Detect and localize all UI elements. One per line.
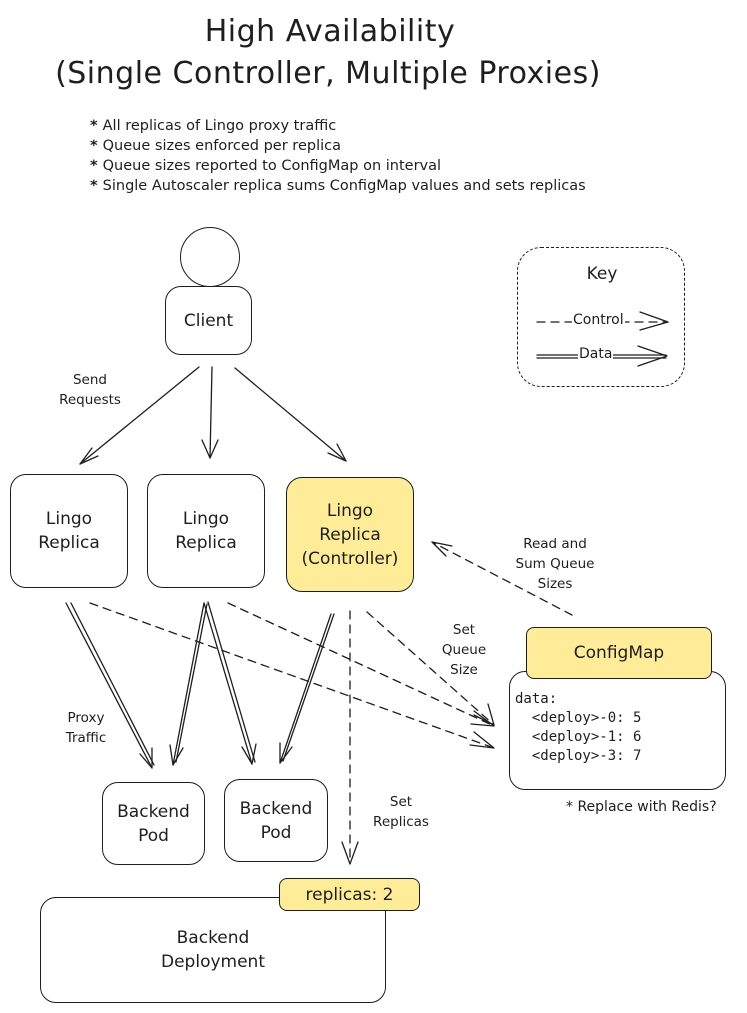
arrow-controller-to-deployment <box>341 610 359 865</box>
backend-pod-node: Backend Pod <box>224 779 328 862</box>
arrow-client-to-replica1 <box>79 366 200 465</box>
label-proxy-traffic: Proxy Traffic <box>65 710 107 746</box>
configmap-note: * Replace with Redis? <box>566 799 717 815</box>
client-node: Client <box>165 286 252 355</box>
configmap-body <box>509 671 726 790</box>
label-send-requests: Send Requests <box>59 372 121 408</box>
label-read-and-sum: Read and Sum Queue Sizes <box>515 536 595 592</box>
configmap-data: data: <deploy>-0: 5 <deploy>-1: 6 <deplo… <box>515 691 642 764</box>
legend-data-label: Data <box>578 346 614 362</box>
arrow-replica3-to-configmap <box>366 611 495 726</box>
arrow-replica3-to-pod2 <box>279 613 335 764</box>
configmap-title: ConfigMap <box>526 627 712 679</box>
arrow-client-to-replica2 <box>201 366 219 459</box>
lingo-controller-node: Lingo Replica (Controller) <box>286 477 414 592</box>
arrow-replica2-to-pod2 <box>203 601 257 765</box>
note-item: All replicas of Lingo proxy traffic <box>90 116 586 136</box>
note-item: Queue sizes reported to ConfigMap on int… <box>90 156 586 176</box>
arrow-replica1-to-configmap <box>89 602 495 749</box>
lingo-replica-node: Lingo Replica <box>10 474 128 588</box>
note-item: Queue sizes enforced per replica <box>90 136 586 156</box>
legend-control-label: Control <box>572 312 625 328</box>
label-set-queue-size: Set Queue Size <box>441 622 487 678</box>
note-item: Single Autoscaler replica sums ConfigMap… <box>90 176 586 196</box>
diagram-title: High Availability <box>204 14 456 49</box>
arrow-replica1-to-pod1 <box>65 602 155 769</box>
backend-deployment-node: Backend Deployment <box>40 897 386 1003</box>
legend-title: Key <box>586 264 618 284</box>
backend-pod-node: Backend Pod <box>102 782 205 865</box>
arrow-replica2-to-pod1 <box>169 602 208 766</box>
arrow-configmap-to-controller <box>431 541 573 616</box>
notes-list: All replicas of Lingo proxy traffic Queu… <box>90 116 586 196</box>
replicas-badge: replicas: 2 <box>279 878 420 911</box>
lingo-replica-node: Lingo Replica <box>147 474 265 588</box>
legend-box: Key <box>517 247 685 387</box>
client-head-icon <box>180 227 240 287</box>
key-control-line <box>536 311 669 331</box>
diagram-subtitle: (Single Controller, Multiple Proxies) <box>55 56 601 91</box>
label-set-replicas: Set Replicas <box>373 794 429 830</box>
arrow-client-to-replica3 <box>234 367 347 462</box>
